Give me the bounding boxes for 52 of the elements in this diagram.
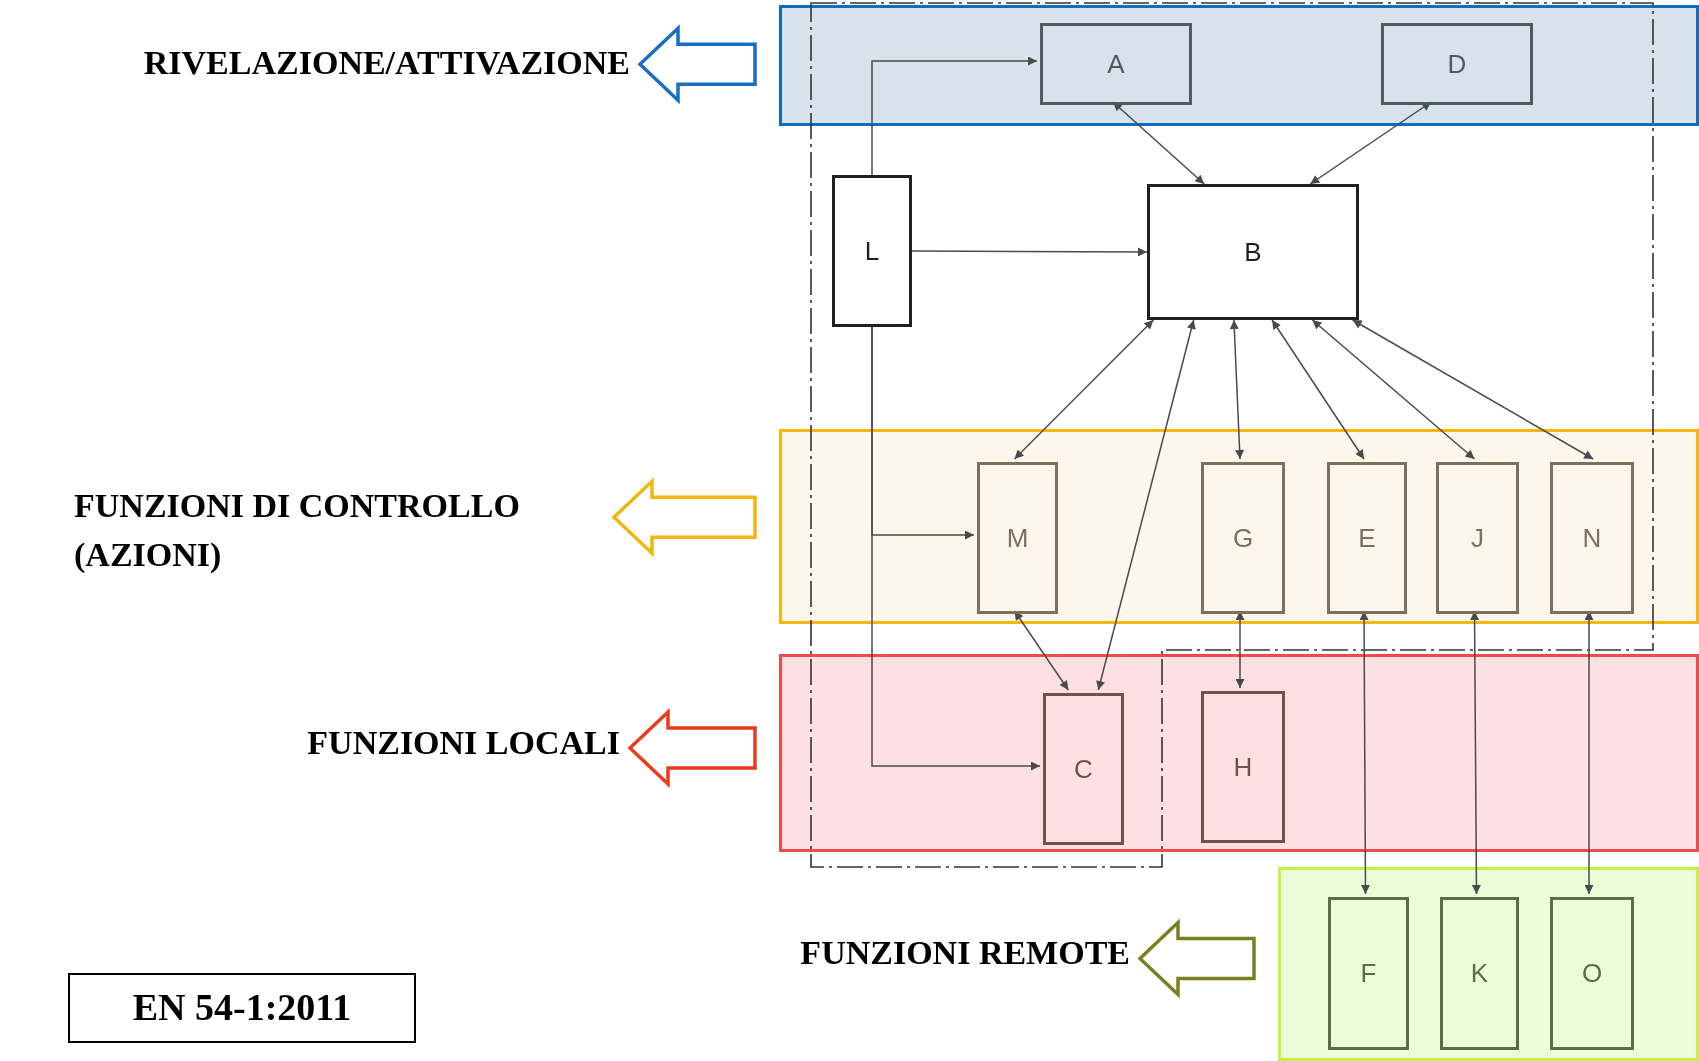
arrow (1112, 101, 1205, 185)
section-heading: FUNZIONI LOCALI (200, 718, 620, 768)
arrow (911, 247, 1148, 257)
function-band (779, 5, 1699, 126)
standard-reference-box (68, 973, 416, 1043)
section-heading: FUNZIONI DI CONTROLLO (AZIONI) (74, 480, 604, 580)
box-label: O (1581, 958, 1603, 989)
function-box (832, 175, 912, 327)
box-label: B (1244, 236, 1262, 268)
box-label: L (864, 235, 880, 267)
arrow (871, 326, 1041, 771)
function-box (1550, 897, 1634, 1050)
block-arrow (611, 477, 757, 558)
function-box (1440, 897, 1519, 1050)
function-box (1436, 462, 1519, 614)
function-box (1550, 462, 1634, 614)
function-box (977, 462, 1058, 614)
box-label: N (1582, 522, 1602, 554)
block-arrow (1137, 918, 1256, 999)
arrow (1271, 319, 1365, 460)
function-box (1201, 462, 1285, 614)
box-label: A (1107, 48, 1125, 80)
box-label: C (1074, 753, 1093, 785)
function-box (1327, 462, 1407, 614)
function-band (779, 429, 1699, 624)
function-band (779, 654, 1699, 852)
box-label: J (1471, 522, 1484, 554)
function-band (1278, 867, 1699, 1061)
arrow (871, 56, 1038, 176)
box-label: D (1447, 48, 1467, 80)
function-box (1201, 691, 1285, 843)
block-arrow (637, 24, 757, 105)
function-box (1147, 184, 1359, 320)
function-box (1040, 23, 1192, 105)
arrow (1013, 319, 1155, 460)
arrow (1351, 319, 1594, 460)
function-box (1381, 23, 1533, 105)
section-heading: FUNZIONI REMOTE (700, 928, 1130, 978)
block-arrow (627, 707, 757, 789)
box-label: G (1232, 522, 1254, 554)
box-label: H (1233, 751, 1253, 783)
arrow (1096, 319, 1196, 691)
box-label: M (1006, 522, 1029, 554)
arrow (1229, 319, 1245, 460)
function-box (1328, 897, 1409, 1050)
box-label: K (1470, 958, 1489, 989)
function-box (1043, 693, 1124, 845)
box-label: E (1358, 522, 1376, 554)
section-heading: RIVELAZIONE/ATTIVAZIONE (13, 38, 630, 88)
reference-text: EN 54-1:2011 (132, 985, 352, 1031)
arrow (1311, 319, 1476, 460)
box-label: F (1360, 958, 1377, 989)
